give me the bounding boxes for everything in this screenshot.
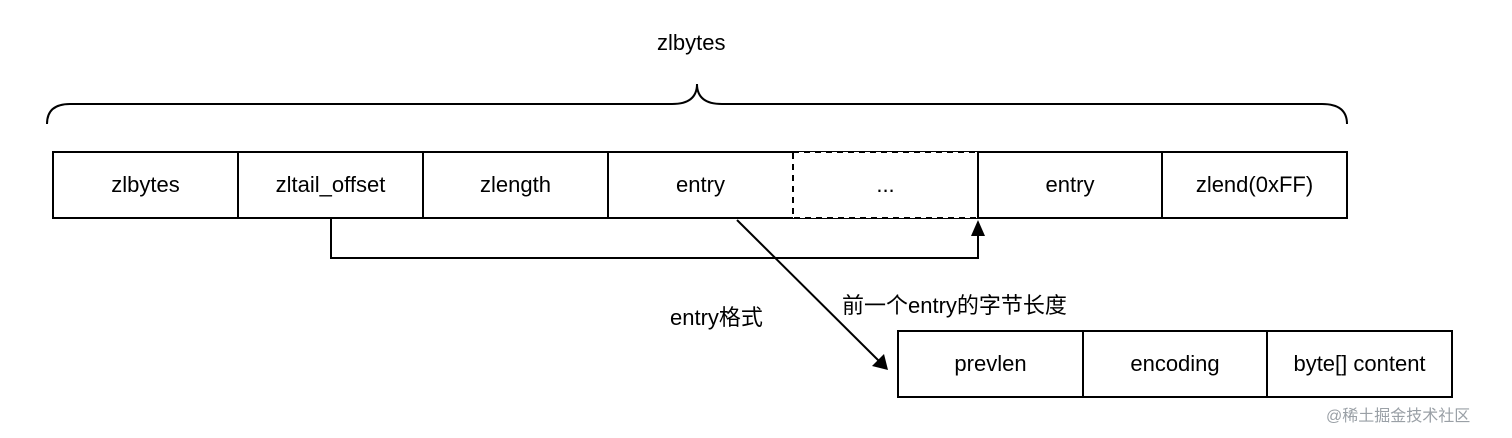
- cell-zlength: zlength: [480, 172, 551, 197]
- cell-zlbytes: zlbytes: [111, 172, 180, 197]
- cell-ellipsis: ...: [876, 172, 895, 197]
- entry-format-box: [897, 330, 1453, 398]
- zltail-arrowhead: [971, 220, 985, 236]
- entry-format-label: entry格式: [670, 305, 763, 330]
- prevlen-note: 前一个entry的字节长度: [842, 293, 1067, 318]
- entry-format-arrowhead: [872, 354, 888, 370]
- cell-encoding: encoding: [1130, 351, 1220, 376]
- ellipsis-cell-border: [792, 151, 979, 219]
- entry-format-arrow: [736, 219, 881, 363]
- cell-prevlen: prevlen: [954, 351, 1027, 376]
- cell-byte-content: byte[] content: [1293, 351, 1426, 376]
- ziplist-box: [52, 151, 1348, 219]
- zltail-pointer: [330, 218, 979, 259]
- cell-entry-first: entry: [676, 172, 725, 197]
- cell-entry-last: entry: [1045, 172, 1095, 197]
- cell-zltail-offset: zltail_offset: [275, 172, 386, 197]
- brace: [46, 83, 1348, 125]
- watermark: @稀土掘金技术社区: [1326, 408, 1471, 425]
- cell-zlend: zlend(0xFF): [1195, 172, 1314, 197]
- brace-label: zlbytes: [657, 30, 726, 55]
